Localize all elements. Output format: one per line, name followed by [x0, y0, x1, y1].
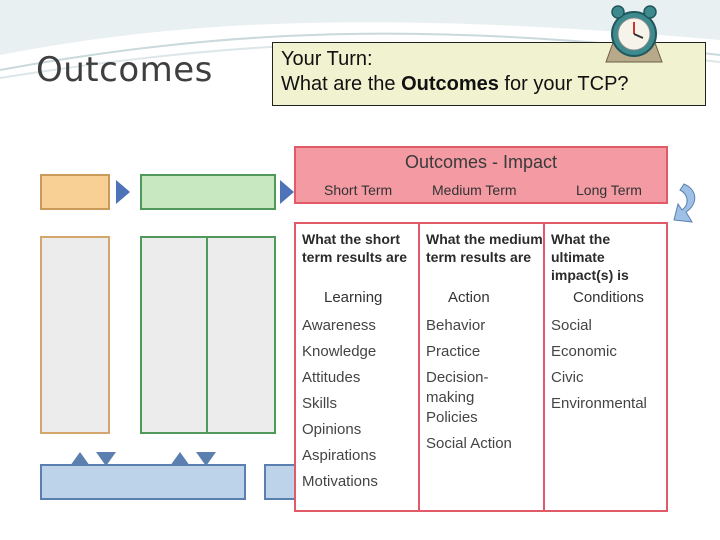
long-term-heading: What the ultimate impact(s) is — [551, 231, 629, 283]
list-item: Behavior — [426, 317, 486, 334]
outcomes-header-title: Outcomes - Impact — [404, 152, 558, 172]
long-term-column: What the ultimate impact(s) is Condition… — [545, 224, 666, 510]
short-term-subheading: Learning — [324, 289, 383, 306]
short-term-heading: What the short term results are — [302, 231, 408, 265]
outputs-column — [140, 236, 276, 434]
prompt-line-1: Your Turn: — [281, 48, 373, 70]
alarm-clock-icon — [605, 5, 663, 63]
list-item: Economic — [551, 343, 617, 360]
list-item: Environmental — [551, 395, 647, 412]
list-item: Attitudes — [302, 369, 361, 386]
assumptions-box — [40, 464, 246, 500]
slide-title: Outcomes — [36, 50, 213, 90]
list-item: Social Action — [426, 435, 512, 452]
arrow-right-icon — [280, 180, 294, 204]
list-item: Decision-making — [426, 369, 489, 406]
medium-term-heading: What the medium term results are — [426, 231, 543, 265]
short-term-column: What the short term results are Learning… — [296, 224, 420, 510]
list-item: Knowledge — [302, 343, 377, 360]
list-item: Skills — [302, 395, 338, 412]
prompt-box: Your Turn: What are the Outcomes for you… — [272, 42, 706, 106]
list-item: Civic — [551, 369, 584, 386]
list-item: Practice — [426, 343, 481, 360]
medium-term-subheading: Action — [448, 289, 490, 306]
list-item: Motivations — [302, 473, 378, 490]
list-item: Aspirations — [302, 447, 377, 464]
double-arrows-icon — [70, 452, 216, 466]
inputs-column — [40, 236, 110, 434]
list-item: Social — [551, 317, 592, 334]
medium-term-column: What the medium term results are Action … — [420, 224, 545, 510]
logic-model-diagram: Outcomes - Impact Short Term Medium Term… — [30, 140, 700, 520]
long-term-subheading: Conditions — [573, 289, 644, 306]
list-item: Awareness — [302, 317, 376, 334]
outcomes-impact-header: Outcomes - Impact Short Term Medium Term… — [294, 146, 668, 204]
outputs-box — [140, 174, 276, 210]
arrow-right-icon — [116, 180, 130, 204]
column-label-medium-term: Medium Term — [432, 182, 517, 198]
column-label-short-term: Short Term — [324, 182, 393, 198]
outcomes-table: What the short term results are Learning… — [294, 222, 668, 512]
swirl-arrow-icon — [673, 183, 696, 223]
list-item: Policies — [426, 409, 478, 426]
inputs-box — [40, 174, 110, 210]
list-item: Opinions — [302, 421, 362, 438]
prompt-line-2: What are the Outcomes for your TCP? — [281, 73, 629, 95]
column-label-long-term: Long Term — [576, 182, 642, 198]
